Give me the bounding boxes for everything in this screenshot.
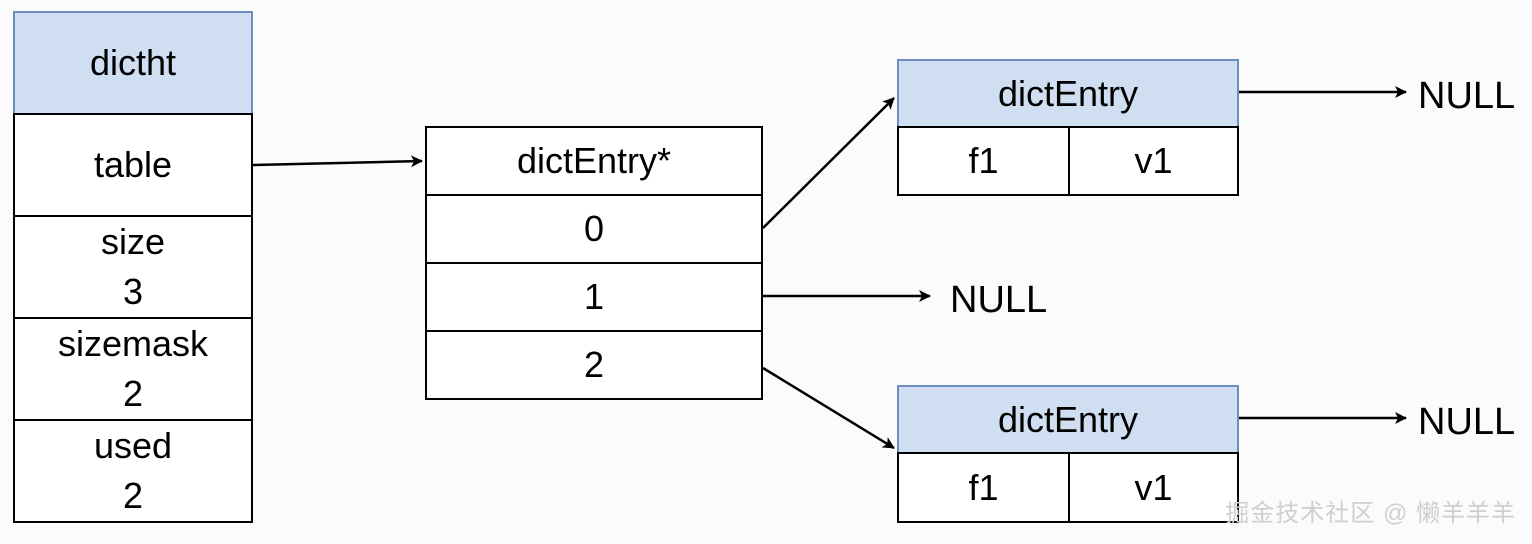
bucket-slot-2: 2	[425, 330, 763, 400]
dict-entry-top-title: dictEntry	[897, 59, 1239, 128]
dict-entry-bottom-title: dictEntry	[897, 385, 1239, 454]
bucket-array-title: dictEntry*	[425, 126, 763, 196]
arrow-slot0-to-entry-top	[762, 97, 895, 229]
null-label-entry-top: NULL	[1418, 75, 1516, 117]
dictht-sizemask-field: sizemask 2	[13, 317, 253, 421]
dictht-title: dictht	[13, 11, 253, 115]
watermark-text: 掘金技术社区 @ 懒羊羊羊	[1225, 500, 1516, 527]
dict-entry-top-key: f1	[897, 126, 1070, 196]
dictht-size-field: size 3	[13, 215, 253, 319]
null-label-slot1: NULL	[950, 279, 1048, 321]
dictht-used-field: used 2	[13, 419, 253, 523]
dict-entry-top-value: v1	[1068, 126, 1239, 196]
arrow-slot2-to-entry-bottom	[762, 366, 895, 450]
null-label-entry-bottom: NULL	[1418, 401, 1516, 443]
dict-entry-bottom-value: v1	[1068, 452, 1239, 523]
bucket-slot-0: 0	[425, 194, 763, 264]
dict-entry-bottom-key: f1	[897, 452, 1070, 523]
arrow-table-to-buckets	[252, 155, 423, 168]
bucket-slot-1: 1	[425, 262, 763, 332]
